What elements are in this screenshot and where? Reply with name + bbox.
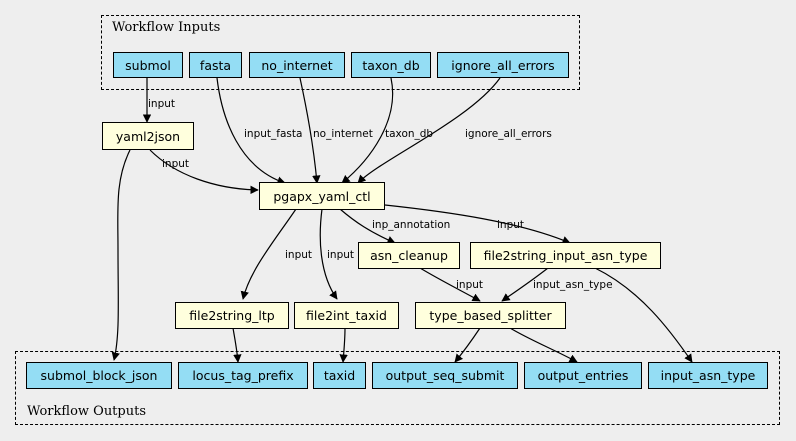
edge-label-submol-input: input bbox=[148, 98, 176, 110]
input-node-ignore-all-errors[interactable]: ignore_all_errors bbox=[437, 52, 569, 78]
step-node-yaml2json[interactable]: yaml2json bbox=[102, 122, 194, 150]
input-node-fasta[interactable]: fasta bbox=[189, 52, 242, 78]
workflow-inputs-cluster bbox=[101, 15, 580, 90]
edge-pgapx-asncleanup bbox=[339, 208, 396, 244]
edge-yaml2json-pgapx bbox=[149, 149, 259, 195]
edge-yaml2json-submolblock bbox=[111, 149, 131, 361]
edge-taxondb-pgapx bbox=[341, 77, 394, 184]
input-node-taxon-db[interactable]: taxon_db bbox=[351, 52, 431, 78]
workflow-inputs-title: Workflow Inputs bbox=[112, 20, 221, 35]
step-node-file2string-ltp[interactable]: file2string_ltp bbox=[175, 302, 289, 329]
step-node-file2string-input-asn-type[interactable]: file2string_input_asn_type bbox=[470, 242, 661, 269]
edge-label-inp-annotation: inp_annotation bbox=[372, 219, 451, 231]
step-node-file2int-taxid[interactable]: file2int_taxid bbox=[294, 302, 399, 329]
edge-splitter-seqsubmit bbox=[454, 327, 481, 363]
edge-ignore-pgapx bbox=[357, 77, 501, 184]
workflow-outputs-title: Workflow Outputs bbox=[27, 404, 146, 419]
edge-ltp-locustag bbox=[232, 327, 242, 363]
edge-label-asn-input: input bbox=[456, 279, 484, 291]
edge-pgapx-taxid bbox=[319, 208, 338, 300]
edge-label-input-asn-type: input_asn_type bbox=[533, 279, 613, 291]
step-node-pgapx-yaml-ctl[interactable]: pgapx_yaml_ctl bbox=[259, 182, 385, 210]
output-node-submol-block-json[interactable]: submol_block_json bbox=[26, 362, 172, 389]
output-node-input-asn-type[interactable]: input_asn_type bbox=[648, 362, 768, 389]
output-node-taxid[interactable]: taxid bbox=[313, 362, 366, 389]
step-node-asn-cleanup[interactable]: asn_cleanup bbox=[358, 242, 460, 269]
edge-label-taxon-db: taxon_db bbox=[385, 128, 434, 140]
input-node-no-internet[interactable]: no_internet bbox=[249, 52, 345, 78]
input-node-submol[interactable]: submol bbox=[113, 52, 183, 78]
edge-label-ignore-all-errors: ignore_all_errors bbox=[465, 128, 552, 140]
edge-label-input-fasta: input_fasta bbox=[244, 128, 303, 140]
edge-label-yaml-input: input bbox=[162, 158, 190, 170]
edge-pgapx-ltp bbox=[240, 208, 297, 300]
edge-label-pgapx-input-right: input bbox=[497, 219, 525, 231]
edge-nointernet-pgapx bbox=[299, 77, 321, 184]
edge-label-pgapx-input-taxid: input bbox=[327, 249, 355, 261]
edge-label-pgapx-input-ltp: input bbox=[285, 249, 313, 261]
output-node-locus-tag-prefix[interactable]: locus_tag_prefix bbox=[178, 362, 308, 389]
edge-fasta-pgapx bbox=[216, 77, 286, 185]
edge-taxid-taxid bbox=[339, 327, 348, 363]
output-node-output-seq-submit[interactable]: output_seq_submit bbox=[372, 362, 518, 389]
edge-pgapx-file2string bbox=[384, 204, 571, 244]
edge-splitter-entries bbox=[509, 327, 578, 363]
workflow-outputs-cluster bbox=[15, 351, 780, 425]
edge-asncleanup-splitter bbox=[419, 267, 481, 302]
output-node-output-entries[interactable]: output_entries bbox=[524, 362, 642, 389]
edge-label-no-internet: no_internet bbox=[313, 128, 373, 140]
step-node-type-based-splitter[interactable]: type_based_splitter bbox=[415, 302, 566, 329]
edge-file2string-inputasntype bbox=[594, 267, 693, 363]
edge-file2string-splitter bbox=[501, 267, 549, 302]
